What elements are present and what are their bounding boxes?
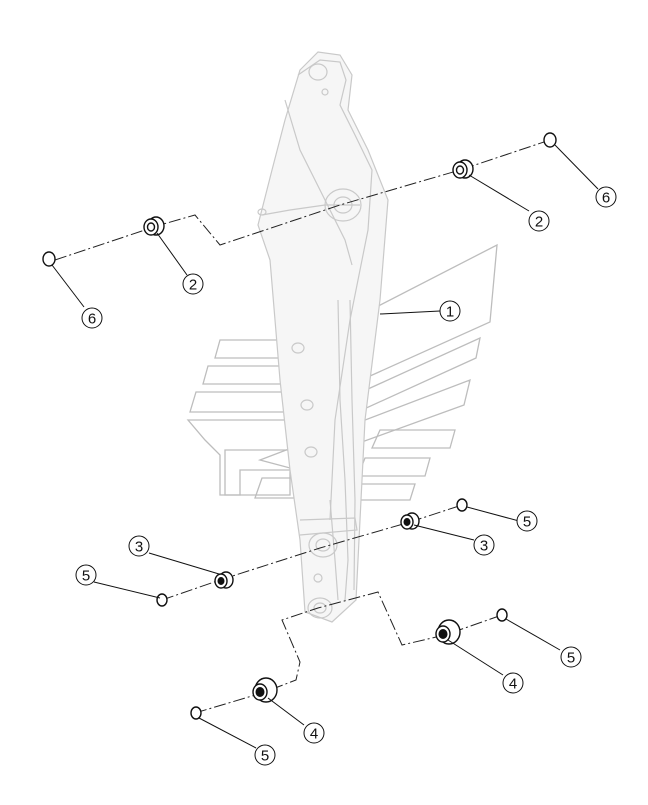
callout-label: 2 xyxy=(535,214,543,231)
flanged-bushing-part-4-right xyxy=(435,619,461,645)
boom-ghost xyxy=(257,51,389,623)
callout-5-lower-right: 5 xyxy=(560,646,582,668)
callout-label: 5 xyxy=(523,514,531,531)
callout-6-left: 6 xyxy=(81,307,103,329)
callout-5-upper-right: 5 xyxy=(516,510,538,532)
flanged-bushing-part-4-left xyxy=(252,677,278,703)
bushing-part-2-right xyxy=(452,159,474,179)
callout-label: 1 xyxy=(446,304,454,321)
callout-label: 5 xyxy=(261,748,269,765)
ring-part-6-left xyxy=(42,251,56,267)
leader-lines xyxy=(51,144,599,749)
callout-label: 6 xyxy=(88,311,96,328)
callout-label: 5 xyxy=(82,568,90,585)
callout-3-right: 3 xyxy=(473,534,495,556)
ring-part-5-b xyxy=(456,498,468,512)
parts xyxy=(42,132,557,720)
callout-4-left: 4 xyxy=(303,722,325,744)
callout-4-right: 4 xyxy=(502,672,524,694)
callout-5-bottom: 5 xyxy=(254,744,276,766)
bushing-part-3-left xyxy=(214,571,234,589)
callout-3-left: 3 xyxy=(128,535,150,557)
ring-part-5-a xyxy=(156,593,168,607)
callout-1: 1 xyxy=(439,300,461,322)
callout-label: 4 xyxy=(509,676,517,693)
ring-part-6-right xyxy=(543,132,557,148)
callout-2-left: 2 xyxy=(182,273,204,295)
callout-label: 3 xyxy=(480,538,488,555)
callout-6-right: 6 xyxy=(595,186,617,208)
ring-part-5-c xyxy=(496,608,508,622)
callout-5-left: 5 xyxy=(75,564,97,586)
callout-label: 5 xyxy=(567,650,575,667)
callout-2-right: 2 xyxy=(528,210,550,232)
callout-label: 2 xyxy=(189,277,197,294)
callout-label: 4 xyxy=(310,726,318,743)
bushing-part-3-right xyxy=(400,512,420,530)
callout-label: 6 xyxy=(602,190,610,207)
ring-part-5-d xyxy=(190,706,202,720)
callout-label: 3 xyxy=(135,539,143,556)
bushing-part-2-left xyxy=(143,216,165,236)
